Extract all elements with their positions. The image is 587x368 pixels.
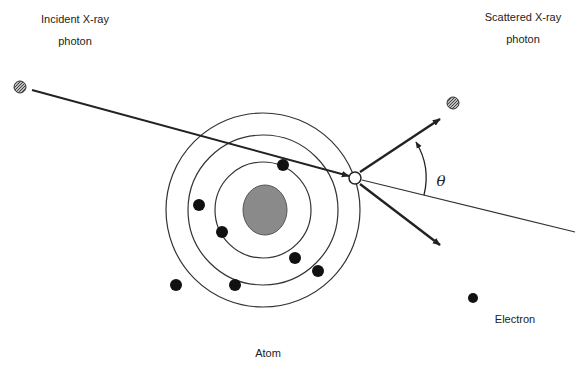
photon-label: Scattered X-ray photon bbox=[478, 6, 568, 50]
photon-label: Incident X-ray photon bbox=[30, 8, 120, 52]
atom-label: Atom bbox=[238, 342, 298, 364]
recoil-path bbox=[360, 184, 440, 245]
photon bbox=[447, 97, 459, 109]
angle-label: θ bbox=[432, 172, 450, 190]
electron-dot bbox=[468, 293, 478, 303]
orbit bbox=[166, 113, 360, 307]
orbital-electron bbox=[170, 159, 324, 291]
reference-line bbox=[362, 180, 575, 232]
incident-path bbox=[32, 90, 349, 176]
photon bbox=[14, 81, 26, 93]
scattered-path bbox=[360, 119, 440, 172]
target-electron bbox=[349, 172, 361, 184]
angle-arc bbox=[416, 142, 426, 195]
electron-label: Electron bbox=[480, 308, 550, 330]
nucleus bbox=[243, 185, 287, 235]
